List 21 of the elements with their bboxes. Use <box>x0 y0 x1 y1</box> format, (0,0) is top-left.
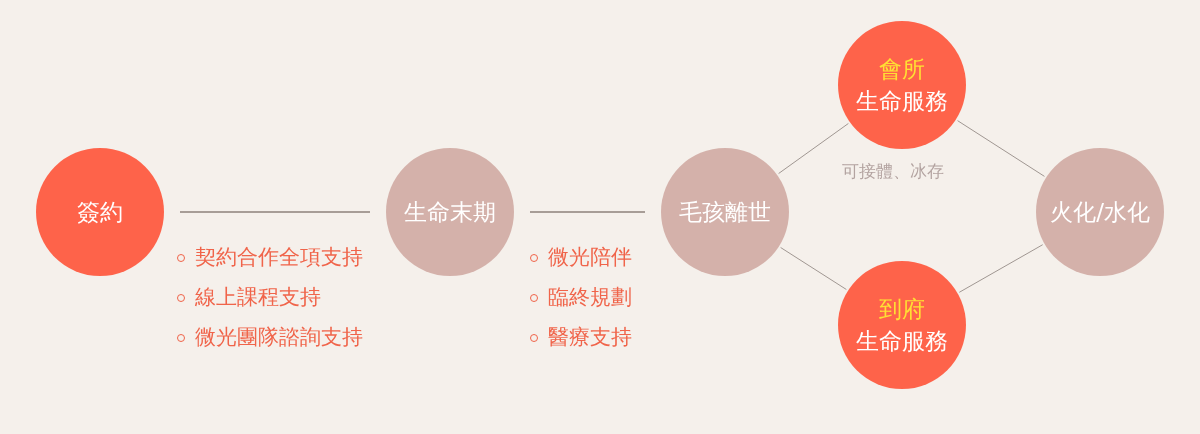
connector-line <box>179 211 371 213</box>
bullet-item: 線上課程支持 <box>175 277 363 317</box>
circle-label: 簽約 <box>77 198 123 227</box>
bullet-item: 臨終規劃 <box>528 277 632 317</box>
connector-line <box>958 244 1044 293</box>
circle-label: 生命服務 <box>856 327 948 356</box>
bullet-item: 微光陪伴 <box>528 237 632 277</box>
circle-heading: 到府 <box>879 295 925 324</box>
connector-line <box>529 211 646 213</box>
circle-label: 毛孩離世 <box>679 198 771 227</box>
bullet-item: 醫療支持 <box>528 317 632 357</box>
connector-line <box>957 120 1045 177</box>
bullet-item: 契約合作全項支持 <box>175 237 363 277</box>
note-text: 可接體、冰存 <box>842 160 944 183</box>
connector-line <box>778 123 849 174</box>
circle-heading: 會所 <box>879 55 925 84</box>
bullet-item: 微光團隊諮詢支持 <box>175 317 363 357</box>
circle-label: 火化/水化 <box>1050 198 1150 227</box>
circle-label: 生命服務 <box>856 87 948 116</box>
circle-label: 生命末期 <box>404 198 496 227</box>
connector-line <box>780 247 847 290</box>
